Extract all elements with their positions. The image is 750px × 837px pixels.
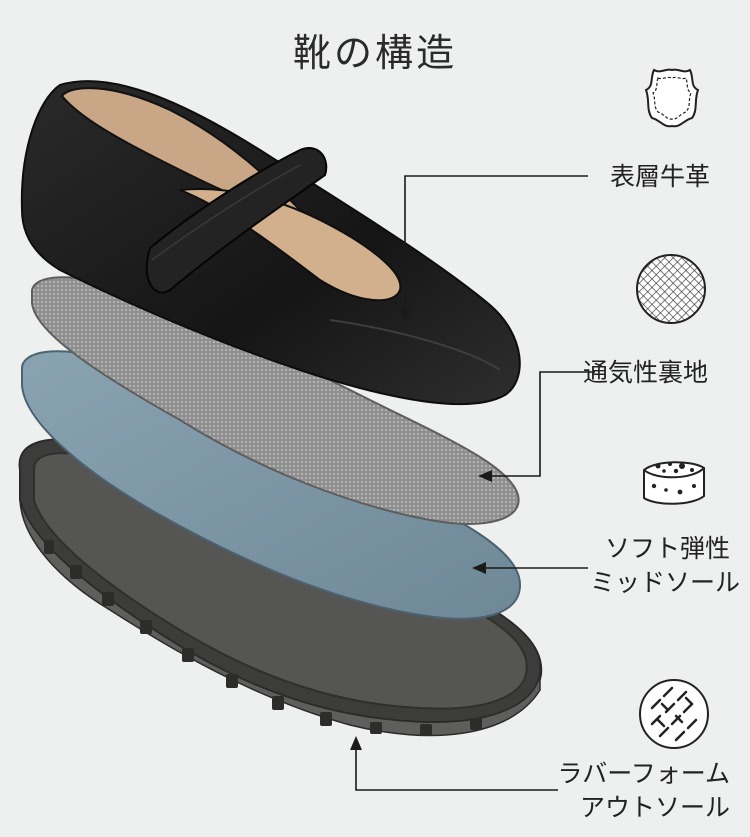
leather-hide-icon — [644, 68, 700, 128]
leather-upper-layer — [20, 80, 521, 406]
label-leather-upper: 表層牛革 — [610, 160, 710, 194]
label-mesh-lining: 通気性裏地 — [583, 356, 708, 390]
label-midsole: ソフト弾性 ミッドソール — [590, 532, 741, 600]
leader-lines — [350, 175, 595, 791]
textured-circle-icon — [639, 679, 709, 749]
diagram-title: 靴の構造 — [292, 31, 457, 75]
label-outsole: ラバーフォーム アウトソール — [555, 757, 730, 825]
label-line: ミッドソール — [590, 568, 741, 597]
label-line: 通気性裏地 — [583, 358, 709, 387]
sponge-icon — [643, 461, 705, 505]
mesh-circle-icon — [636, 254, 706, 324]
label-line: ソフト弾性 — [604, 534, 730, 563]
label-line: ラバーフォーム — [557, 759, 730, 788]
label-line: アウトソール — [579, 793, 730, 822]
label-line: 表層牛革 — [610, 162, 711, 191]
